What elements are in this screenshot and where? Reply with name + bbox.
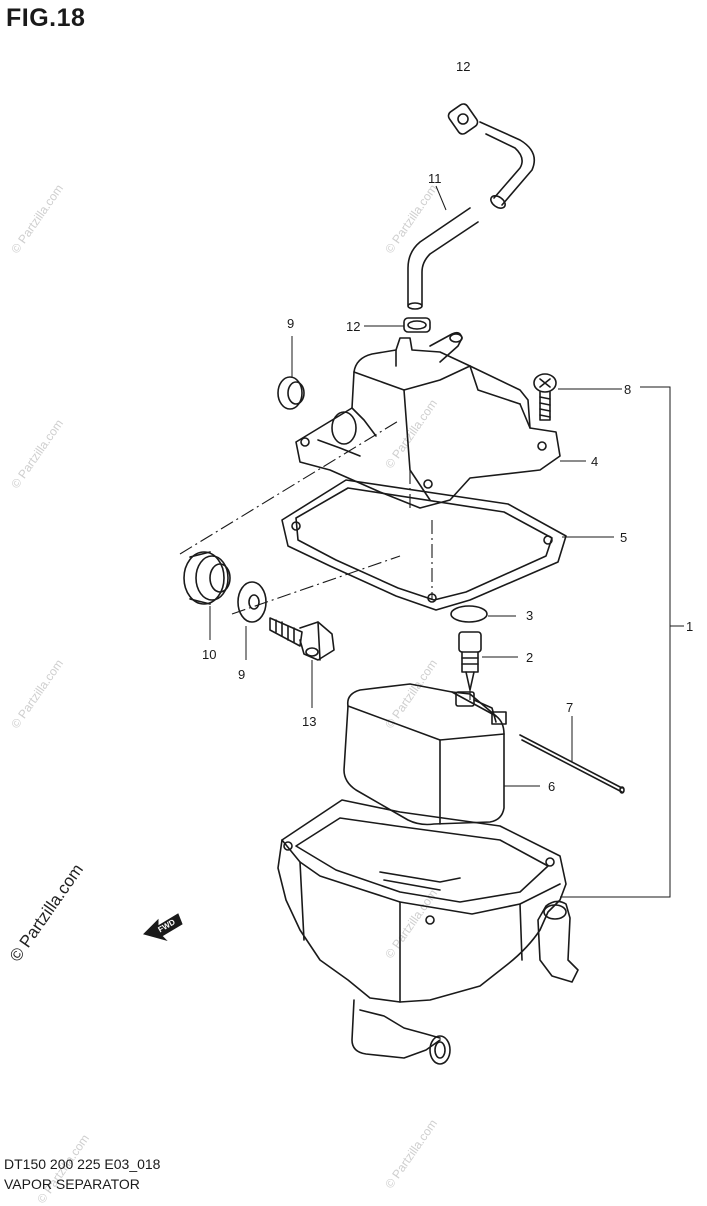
hose-clamp-top — [447, 103, 479, 135]
callout-9-bottom: 9 — [238, 667, 245, 682]
forward-arrow-icon: FWD — [143, 913, 183, 941]
grommet — [183, 551, 231, 605]
callout-9-top: 9 — [287, 316, 294, 331]
callout-3: 3 — [526, 608, 533, 623]
callout-13: 13 — [302, 714, 316, 729]
callout-6: 6 — [548, 779, 555, 794]
alignment-line — [179, 419, 401, 555]
assembly-bracket — [560, 386, 671, 898]
callout-1: 1 — [686, 619, 693, 634]
callout-5: 5 — [620, 530, 627, 545]
separator-body — [277, 799, 579, 1065]
separator-cover — [295, 331, 561, 509]
screw — [533, 373, 557, 421]
callout-8: 8 — [624, 382, 631, 397]
hose-clamp-middle — [403, 317, 431, 333]
callout-4: 4 — [591, 454, 598, 469]
figure-title: FIG.18 — [6, 4, 86, 32]
callout-12-middle: 12 — [346, 319, 360, 334]
callout-10: 10 — [202, 647, 216, 662]
float — [343, 683, 505, 826]
alignment-line — [231, 555, 401, 615]
callout-11: 11 — [428, 171, 442, 186]
bolt — [269, 617, 335, 661]
model-code: DT150 200 225 E03_018 — [4, 1156, 161, 1172]
part-name: VAPOR SEPARATOR — [4, 1176, 140, 1192]
o-ring — [450, 605, 488, 623]
float-valve — [458, 631, 482, 691]
hose — [407, 121, 536, 310]
callout-12-top: 12 — [456, 59, 470, 74]
leader-11 — [435, 185, 447, 211]
float-hinge-bracket — [455, 691, 507, 725]
callout-7: 7 — [566, 700, 573, 715]
gasket — [281, 479, 567, 611]
washer — [237, 581, 267, 623]
callout-2: 2 — [526, 650, 533, 665]
grommet-top — [277, 376, 305, 410]
float-pin — [519, 734, 625, 794]
